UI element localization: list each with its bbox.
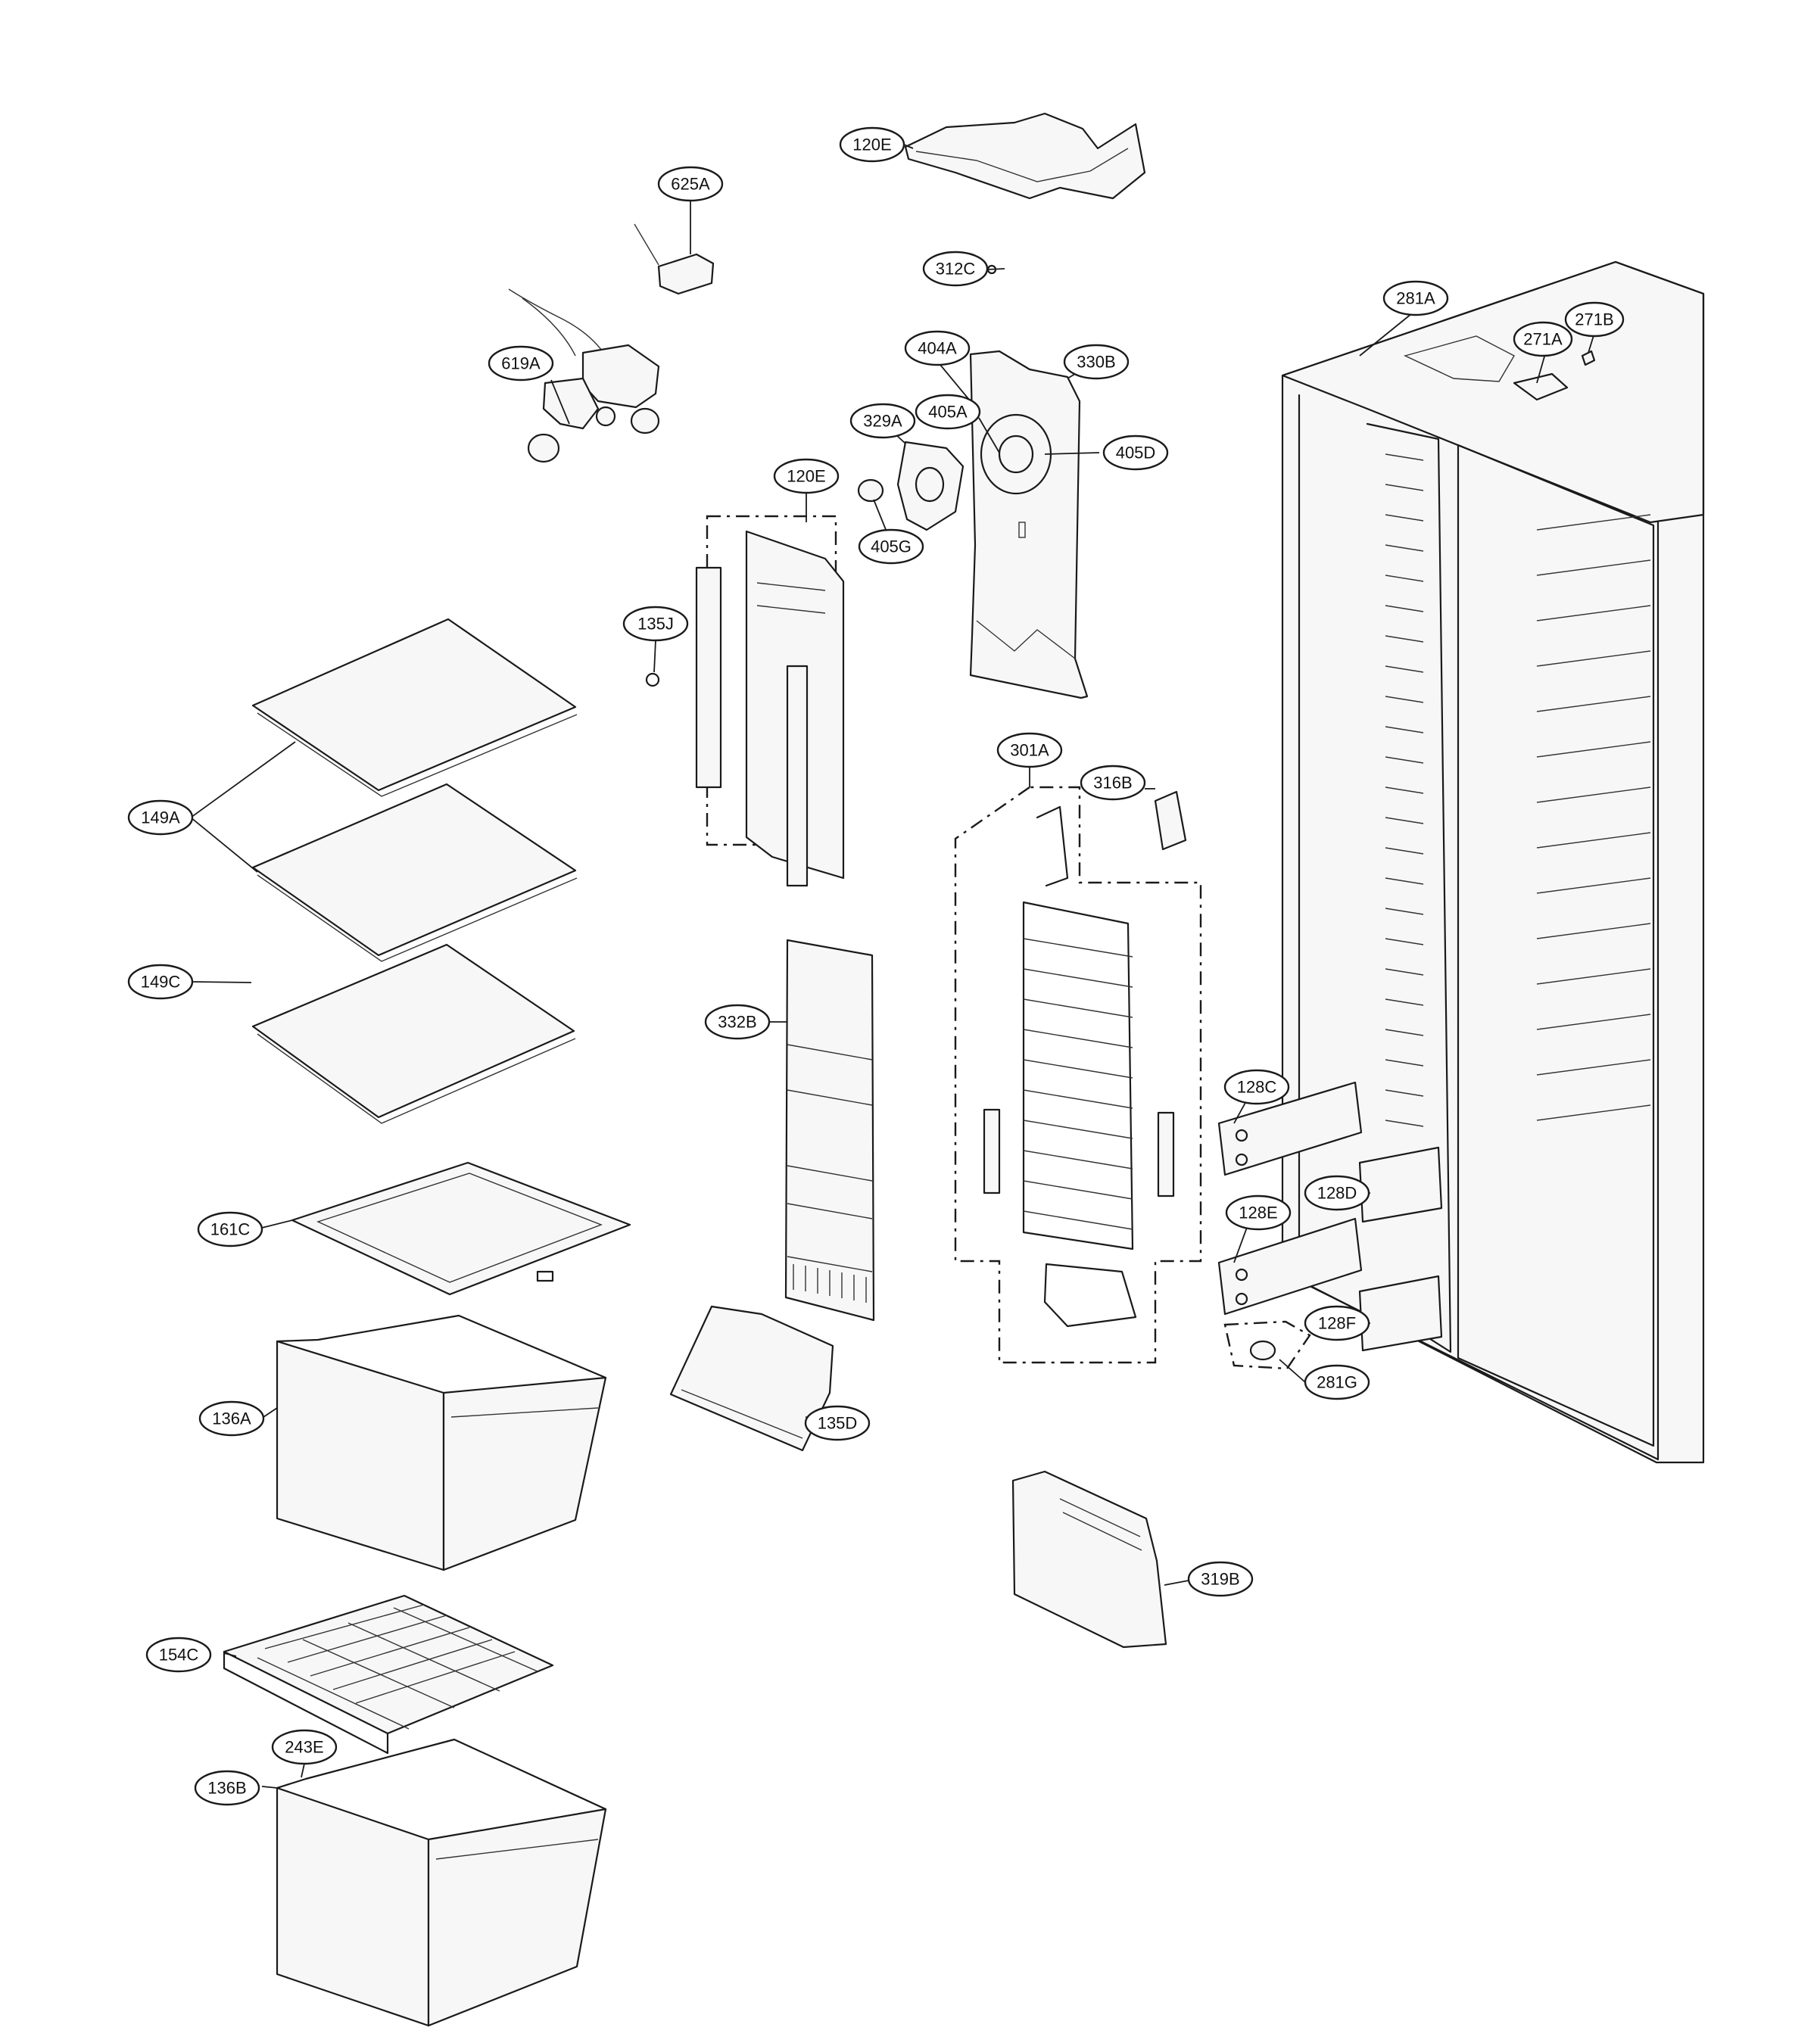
- callout-120E-mid: 120E: [773, 458, 840, 494]
- svg-text:120E: 120E: [787, 467, 825, 486]
- callout-405D: 405D: [1102, 434, 1169, 471]
- part-619A-water-valve: [508, 288, 660, 463]
- callout-301A: 301A: [996, 732, 1063, 768]
- callout-329A: 329A: [849, 403, 916, 439]
- svg-text:135J: 135J: [637, 615, 674, 634]
- callout-128F: 128F: [1304, 1305, 1370, 1341]
- callout-243E: 243E: [271, 1729, 338, 1765]
- svg-text:405D: 405D: [1116, 444, 1156, 463]
- svg-text:135D: 135D: [818, 1414, 858, 1433]
- part-135D-cover: [669, 1305, 834, 1452]
- svg-text:329A: 329A: [863, 412, 902, 431]
- svg-text:316B: 316B: [1093, 774, 1132, 793]
- callout-281G: 281G: [1304, 1364, 1370, 1400]
- callout-135D: 135D: [804, 1405, 871, 1441]
- callout-405G: 405G: [858, 528, 924, 565]
- svg-text:154C: 154C: [159, 1646, 199, 1665]
- callout-120E-top: 120E: [839, 126, 905, 163]
- svg-text:161C: 161C: [210, 1220, 251, 1239]
- callout-128C: 128C: [1223, 1069, 1290, 1105]
- callout-312C: 312C: [922, 251, 989, 287]
- svg-text:404A: 404A: [918, 339, 957, 358]
- part-120E-grille: [706, 515, 845, 887]
- part-128C-rail: [1217, 1081, 1363, 1176]
- part-120E-top-duct: [904, 112, 1146, 200]
- part-161C-crisper-cover: [291, 1161, 631, 1296]
- svg-text:136B: 136B: [207, 1779, 246, 1798]
- part-128E-rail: [1217, 1217, 1363, 1316]
- part-154C-crisper-shelf: [223, 1594, 554, 1755]
- callout-619A: 619A: [488, 345, 554, 382]
- callout-149A: 149A: [127, 799, 194, 836]
- callout-149C: 149C: [127, 964, 194, 1000]
- part-136A-crisper-drawer: [276, 1314, 607, 1571]
- part-271A-hinge: [1513, 372, 1569, 401]
- svg-text:271B: 271B: [1575, 310, 1613, 329]
- svg-text:120E: 120E: [852, 135, 891, 154]
- part-281A-cabinet: [1281, 260, 1705, 1464]
- callout-625A: 625A: [657, 166, 724, 202]
- callout-330B: 330B: [1063, 344, 1130, 380]
- callout-319B: 319B: [1187, 1561, 1254, 1597]
- svg-text:405G: 405G: [871, 537, 912, 556]
- svg-text:405A: 405A: [928, 403, 968, 422]
- callout-135J: 135J: [622, 606, 689, 642]
- svg-text:330B: 330B: [1077, 353, 1115, 372]
- svg-text:149C: 149C: [141, 973, 181, 992]
- callout-316B: 316B: [1080, 765, 1146, 801]
- part-301A-evaporator: [954, 786, 1202, 1364]
- svg-text:312C: 312C: [936, 260, 976, 279]
- svg-text:128E: 128E: [1239, 1204, 1277, 1222]
- part-319B-cover: [1011, 1470, 1167, 1649]
- part-149A-shelf-upper: [251, 618, 578, 797]
- callout-128E: 128E: [1225, 1194, 1292, 1231]
- svg-text:619A: 619A: [501, 354, 541, 373]
- svg-text:281G: 281G: [1317, 1373, 1357, 1392]
- svg-text:625A: 625A: [671, 175, 710, 194]
- part-281G-leveler: [1223, 1320, 1311, 1370]
- svg-text:136A: 136A: [212, 1409, 251, 1428]
- part-136B-lower-drawer: [276, 1738, 607, 2027]
- svg-text:281A: 281A: [1396, 289, 1435, 308]
- svg-text:319B: 319B: [1201, 1570, 1239, 1589]
- svg-text:149A: 149A: [141, 808, 180, 827]
- callout-128D: 128D: [1304, 1175, 1370, 1211]
- callout-404A: 404A: [904, 330, 971, 366]
- svg-text:128C: 128C: [1237, 1078, 1277, 1097]
- callout-271A: 271A: [1513, 321, 1573, 357]
- part-329A-fan: [896, 441, 965, 531]
- callout-136B: 136B: [194, 1770, 260, 1806]
- part-405G-hub: [857, 478, 884, 503]
- part-330B-fan-shroud: [969, 350, 1089, 699]
- callout-154C: 154C: [145, 1637, 212, 1673]
- svg-text:332B: 332B: [718, 1013, 756, 1032]
- svg-text:128D: 128D: [1317, 1184, 1357, 1203]
- callout-332B: 332B: [704, 1004, 771, 1040]
- svg-text:128F: 128F: [1318, 1314, 1356, 1333]
- callout-136A: 136A: [198, 1400, 265, 1437]
- part-625A-bracket: [634, 223, 715, 295]
- callout-271B: 271B: [1564, 301, 1625, 338]
- part-149A-shelf-lower: [251, 783, 578, 962]
- svg-text:301A: 301A: [1010, 741, 1049, 760]
- callout-281A: 281A: [1382, 280, 1449, 316]
- svg-text:243E: 243E: [285, 1738, 323, 1757]
- callout-161C: 161C: [197, 1211, 263, 1247]
- svg-text:271A: 271A: [1523, 330, 1563, 349]
- part-135J-gasket: [645, 566, 722, 789]
- part-332B-rear-panel: [784, 939, 875, 1322]
- callout-405A: 405A: [915, 394, 981, 430]
- part-149C-shelf: [251, 943, 576, 1124]
- part-316B-pad: [1154, 790, 1187, 851]
